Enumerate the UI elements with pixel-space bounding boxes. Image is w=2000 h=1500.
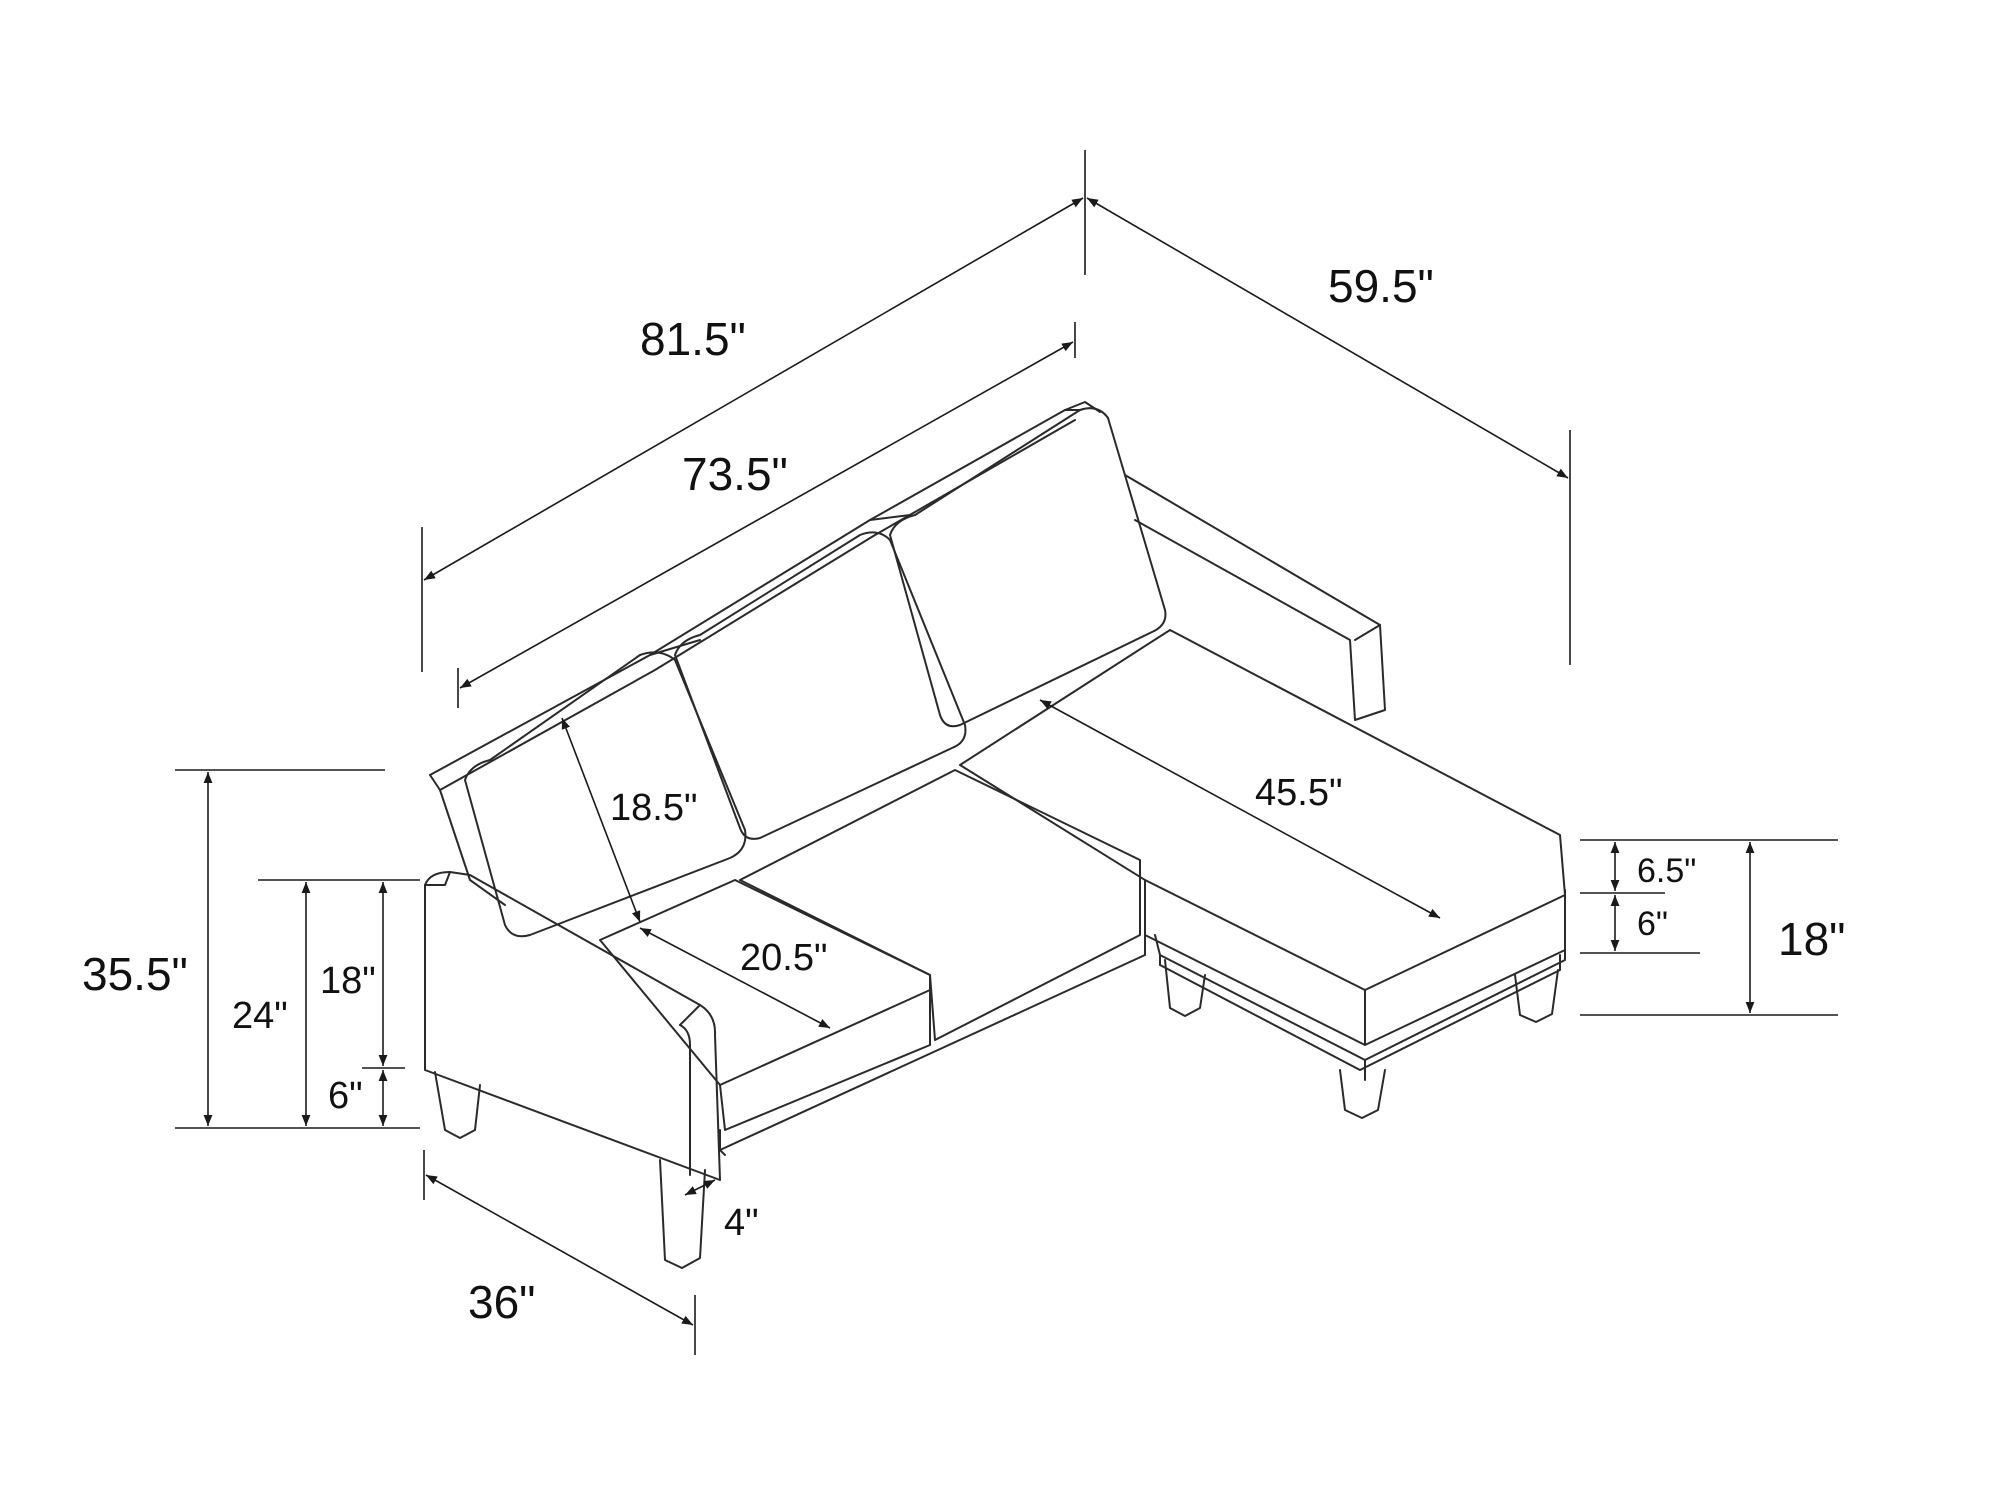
leg-front-right: [659, 1159, 706, 1269]
back-frame-left-edge: [429, 774, 506, 906]
leg-chaise-right: [1514, 969, 1559, 1023]
seat-cushion-left-front: [719, 989, 931, 1086]
back-cushion-left: [464, 651, 747, 938]
leg-chaise-front: [1339, 1069, 1386, 1119]
seat-cushion-left: [599, 879, 931, 1131]
label-overall-length: 81.5": [640, 313, 746, 365]
label-seat-depth: 20.5": [740, 937, 827, 979]
label-seat-height: 18": [320, 960, 376, 1002]
label-arm-width: 4": [724, 1202, 759, 1244]
dimension-lines: [175, 150, 1838, 1355]
left-arm-top-edge: [424, 871, 451, 886]
sofa-base-lower: [719, 1149, 726, 1156]
chaise-cushion-front: [1144, 879, 1566, 1046]
chaise-back-frame: [1124, 474, 1386, 721]
chaise-base-bottom: [1159, 954, 1561, 1071]
label-inner-length: 73.5": [682, 448, 788, 500]
chaise-base: [1154, 889, 1566, 1081]
dimension-labels: 81.5" 73.5" 59.5" 35.5" 24" 18" 6" 36" 4…: [82, 260, 1846, 1328]
label-base-height: 6": [1637, 905, 1668, 943]
label-arm-height: 24": [232, 995, 288, 1037]
label-cushion-thickness: 6.5": [1637, 852, 1696, 890]
leg-front-left: [434, 1071, 481, 1139]
left-arm-inner-top: [679, 1004, 701, 1026]
chaise-back-frame-inner: [1354, 624, 1381, 641]
label-overall-height: 35.5": [82, 948, 188, 1000]
sofa-outline: [424, 401, 1566, 1269]
sofa-base-front: [719, 934, 1146, 1151]
label-leg-height: 6": [328, 1075, 363, 1117]
back-cushion-right: [889, 407, 1167, 728]
label-chaise-height: 18": [1778, 913, 1846, 965]
label-chaise-length: 45.5": [1255, 772, 1342, 814]
seat-cushion-middle: [739, 769, 1141, 1041]
label-sofa-depth: 36": [468, 1276, 536, 1328]
leg-chaise-back: [1164, 959, 1206, 1017]
label-back-cushion-height: 18.5": [610, 787, 697, 829]
back-cushion-middle: [674, 531, 967, 840]
label-chaise-depth: 59.5": [1328, 260, 1434, 312]
